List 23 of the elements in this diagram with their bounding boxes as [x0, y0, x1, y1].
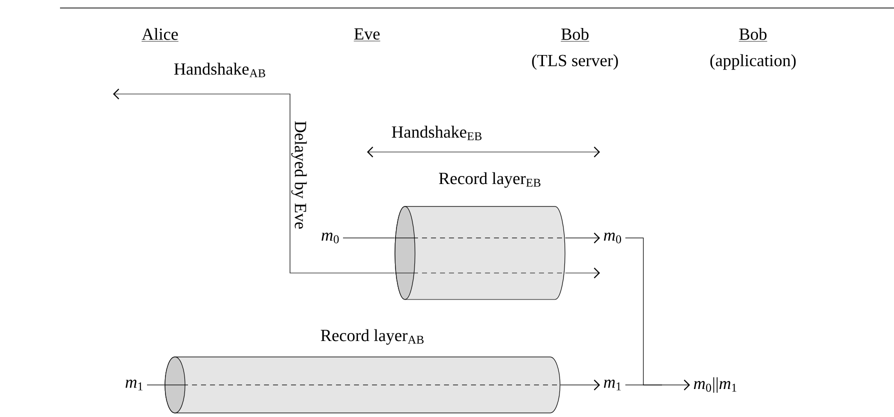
node-label: Record layer$_{EB}$	[438, 172, 540, 188]
cylinder: Record layer$_{AB}$	[164, 329, 560, 414]
column-heading: (application)	[710, 54, 796, 70]
message-label: m$_{1}$	[604, 380, 621, 390]
node-label: Record layer$_{AB}$	[320, 329, 424, 345]
handshake-label: Handshake$_{EB}$	[392, 126, 482, 140]
column-heading: Bob	[560, 28, 590, 42]
message-label: m$_{0}$	[322, 232, 339, 244]
delay-note: Delayed by Eve	[290, 120, 308, 230]
arrow	[560, 380, 600, 390]
message-label: m$_{0}$	[604, 232, 622, 244]
arrow	[113, 88, 395, 274]
arrow	[565, 232, 600, 244]
column-heading: Bob	[738, 28, 768, 42]
column-heading: Eve	[354, 28, 380, 42]
handshake-label: Handshake$_{AB}$	[174, 62, 266, 78]
column-heading: Alice	[141, 28, 179, 42]
cylinder: Record layer$_{EB}$	[394, 172, 566, 300]
message-label: m$_{1}$	[126, 380, 142, 390]
arrow	[565, 268, 600, 278]
column-heading: (TLS server)	[532, 54, 618, 70]
message-label: m$_{0}$||m$_{1}$	[694, 377, 736, 393]
arrow	[625, 380, 690, 390]
